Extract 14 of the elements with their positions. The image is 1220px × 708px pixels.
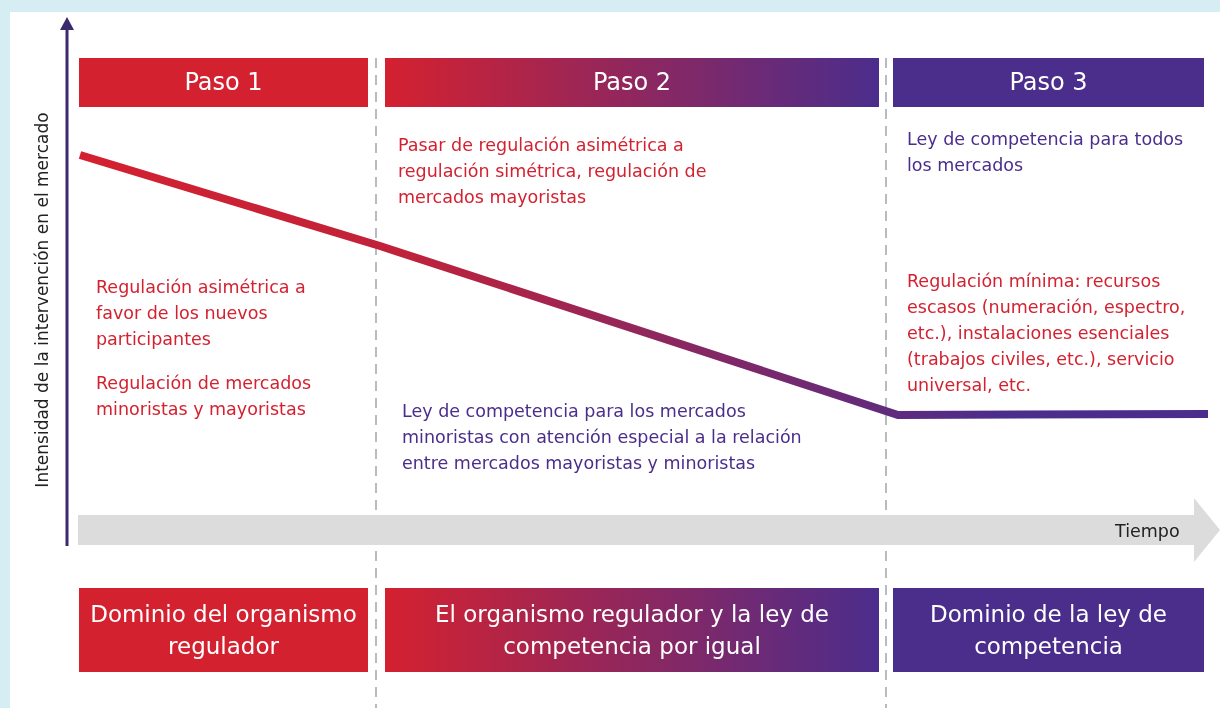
description-text: Ley de competencia para los mercados minoristas con atención especial a la relación entre mercados mayoristas y minoristas xyxy=(402,400,802,475)
description-text: Pasar de regulación asimétrica a regulación simétrica, regulación de mercados mayoristas xyxy=(398,134,708,209)
description-text: Regulación de mercados minoristas y mayoristas xyxy=(96,372,313,421)
description-text: Regulación mínima: recursos escasos (numeración, espectro, etc.), instalaciones esenciales (trabajos civiles, etc.), servicio universal, etc. xyxy=(907,270,1187,397)
step-header: Paso 2 xyxy=(385,58,879,107)
phase-box: El organismo regulador y la ley de competencia por igual xyxy=(385,588,879,672)
phase-box: Dominio de la ley de competencia xyxy=(893,588,1204,672)
axis-label: Tiempo xyxy=(1115,520,1180,543)
description-text: Regulación asimétrica a favor de los nuevos participantes xyxy=(96,276,307,351)
step-header: Paso 1 xyxy=(79,58,368,107)
step-header: Paso 3 xyxy=(893,58,1204,107)
phase-box: Dominio del organismo regulador xyxy=(79,588,368,672)
axis-label: Intensidad de la intervención en el mercado xyxy=(32,112,52,488)
description-text: Ley de competencia para todos los mercados xyxy=(907,128,1185,177)
